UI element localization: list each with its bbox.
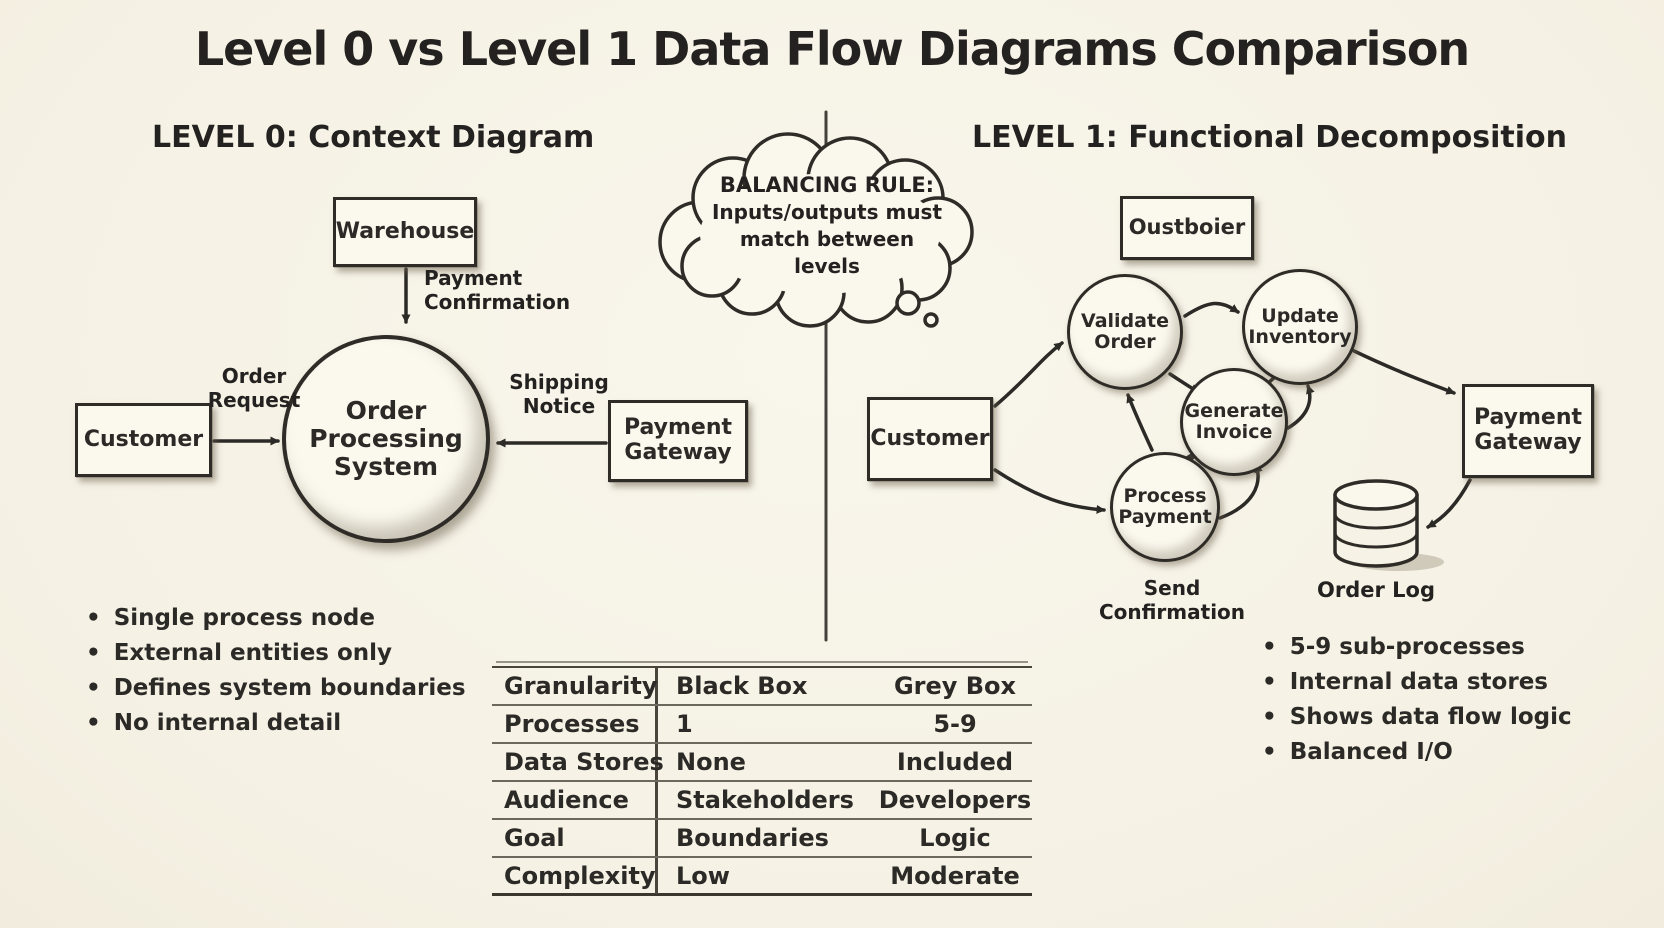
comparison-table-row: Goal Boundaries Logic	[492, 820, 1032, 858]
table-level1-cell: Included	[896, 748, 1014, 776]
table-attribute-cell: Goal	[492, 820, 658, 856]
top-entity-box-level1: Oustboier	[1120, 196, 1254, 260]
level1-bullet-item: Shows data flow logic	[1262, 700, 1572, 735]
table-level0-cell: Low	[676, 862, 730, 890]
balancing-cloud	[658, 132, 974, 328]
comparison-table-row: Granularity Black Box Grey Box	[492, 668, 1032, 706]
table-attribute-cell: Complexity	[492, 858, 658, 894]
comparison-table-row: Processes 1 5-9	[492, 706, 1032, 744]
level0-bullet-item: Single process node	[86, 601, 466, 636]
balancing-rule-note: BALANCING RULE: Inputs/outputs must matc…	[706, 172, 948, 280]
comparison-table-row: Data Stores None Included	[492, 744, 1032, 782]
level0-bullet-list: Single process node External entities on…	[86, 601, 466, 741]
order-processing-system-circle: Order Processing System	[282, 335, 490, 543]
cylinder-top	[1333, 479, 1419, 511]
level1-bullet-item: Internal data stores	[1262, 665, 1572, 700]
comparison-table-row: Audience Stakeholders Developers	[492, 782, 1032, 820]
balancing-rule-line2: Inputs/outputs must	[711, 200, 943, 224]
level1-bullet-list: 5-9 sub-processes Internal data stores S…	[1262, 630, 1572, 770]
generate-invoice-process-circle: Generate Invoice	[1180, 368, 1288, 476]
arrow-generate-invoice-to-update-inventory	[1286, 384, 1315, 430]
level0-bullet-item: No internal detail	[86, 706, 466, 741]
table-level0-cell: None	[676, 748, 746, 776]
send-confirmation-label: Send Confirmation	[1098, 576, 1246, 624]
update-inventory-process-circle: Update Inventory	[1242, 269, 1358, 385]
warehouse-entity-box: Warehouse	[333, 197, 477, 267]
customer-entity-box-level0: Customer	[75, 403, 212, 477]
level1-bullet-item: Balanced I/O	[1262, 735, 1572, 770]
comparison-table: Granularity Black Box Grey Box Processes…	[492, 661, 1032, 896]
thought-bubble-icon	[895, 290, 921, 316]
arrow-update-inventory-to-payment-gateway	[1350, 348, 1456, 395]
table-level1-cell: Logic	[919, 824, 991, 852]
table-level0-cell: 1	[676, 710, 693, 738]
thought-bubble-icon	[923, 312, 939, 328]
level1-section-heading: LEVEL 1: Functional Decomposition	[972, 120, 1567, 155]
level0-arrows	[212, 267, 608, 448]
arrow-customer-to-process-payment	[993, 468, 1106, 514]
table-attribute-cell: Granularity	[492, 668, 658, 704]
table-level0-cell: Boundaries	[676, 824, 829, 852]
cylinder-band	[1333, 513, 1419, 530]
balancing-rule-line1: BALANCING RULE:	[719, 173, 935, 197]
cylinder-body	[1333, 495, 1419, 568]
arrow-validate-order-to-update-inventory	[1183, 301, 1240, 318]
table-level0-cell: Stakeholders	[676, 786, 854, 814]
level1-bullet-item: 5-9 sub-processes	[1262, 630, 1572, 665]
table-level1-cell: Developers	[878, 786, 1032, 814]
table-level0-cell: Black Box	[676, 672, 808, 700]
table-attribute-cell: Data Stores	[492, 744, 664, 780]
flow-label-payment-confirmation: Payment Confirmation	[424, 266, 571, 314]
level0-bullet-item: External entities only	[86, 636, 466, 671]
payment-gateway-entity-box-level1: Payment Gateway	[1462, 384, 1594, 478]
table-attribute-cell: Processes	[492, 706, 658, 742]
payment-gateway-entity-box-level0: Payment Gateway	[608, 400, 748, 482]
order-log-label: Order Log	[1317, 578, 1435, 602]
level0-section-heading: LEVEL 0: Context Diagram	[152, 120, 595, 155]
cylinder-band	[1333, 532, 1419, 549]
balancing-rule-line3: match between levels	[739, 227, 915, 278]
flow-label-order-request: Order Request	[207, 364, 301, 412]
level0-bullet-item: Defines system boundaries	[86, 671, 466, 706]
flow-label-shipping-notice: Shipping Notice	[509, 370, 609, 418]
table-attribute-cell: Audience	[492, 782, 658, 818]
arrow-customer-to-validate-order	[993, 341, 1064, 408]
customer-entity-box-level1: Customer	[867, 397, 993, 481]
arrow-payment-gateway-to-order-log	[1426, 478, 1472, 529]
page-title: Level 0 vs Level 1 Data Flow Diagrams Co…	[194, 22, 1470, 76]
cloud-body	[700, 174, 940, 294]
comparison-table-row: Complexity Low Moderate	[492, 858, 1032, 896]
process-payment-process-circle: Process Payment	[1110, 452, 1220, 562]
order-log-store	[1333, 479, 1444, 571]
arrow-process-payment-to-validate-order	[1126, 393, 1154, 452]
validate-order-process-circle: Validate Order	[1067, 274, 1183, 390]
table-level1-cell: 5-9	[933, 710, 977, 738]
table-level1-cell: Grey Box	[893, 672, 1017, 700]
table-level1-cell: Moderate	[890, 862, 1020, 890]
